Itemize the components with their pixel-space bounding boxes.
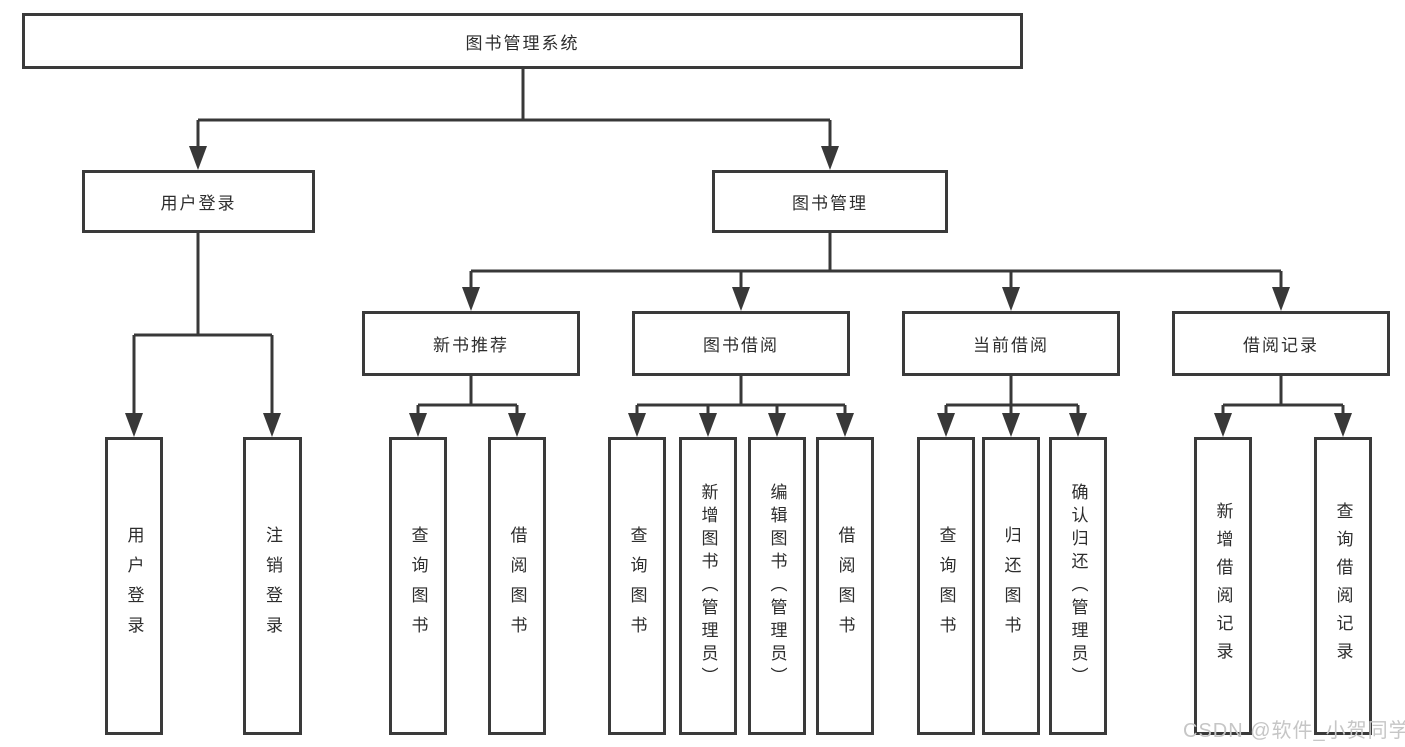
- node-borrowing-records: 借阅记录: [1172, 311, 1390, 376]
- node-book-management: 图书管理: [712, 170, 948, 233]
- node-br-query-record: 查询借阅记录: [1314, 437, 1372, 735]
- node-nb-query-books: 查询图书: [389, 437, 447, 735]
- node-user-login: 用户登录: [82, 170, 315, 233]
- node-bb-add-books-admin: 新增图书（管理员）: [679, 437, 737, 735]
- node-library-management-system: 图书管理系统: [22, 13, 1023, 69]
- node-user-login-leaf: 用户登录: [105, 437, 163, 735]
- node-bb-query-books: 查询图书: [608, 437, 666, 735]
- node-bb-edit-books-admin: 编辑图书（管理员）: [748, 437, 806, 735]
- node-new-book-recommendation: 新书推荐: [362, 311, 580, 376]
- node-cb-confirm-return-admin: 确认归还（管理员）: [1049, 437, 1107, 735]
- node-current-borrowing: 当前借阅: [902, 311, 1120, 376]
- node-book-borrowing: 图书借阅: [632, 311, 850, 376]
- node-cb-return-books: 归还图书: [982, 437, 1040, 735]
- csdn-watermark: CSDN @软件_小贺同学: [1183, 720, 1405, 742]
- node-bb-borrow-books: 借阅图书: [816, 437, 874, 735]
- node-br-add-record: 新增借阅记录: [1194, 437, 1252, 735]
- node-logout: 注销登录: [243, 437, 302, 735]
- node-nb-borrow-books: 借阅图书: [488, 437, 546, 735]
- node-cb-query-books: 查询图书: [917, 437, 975, 735]
